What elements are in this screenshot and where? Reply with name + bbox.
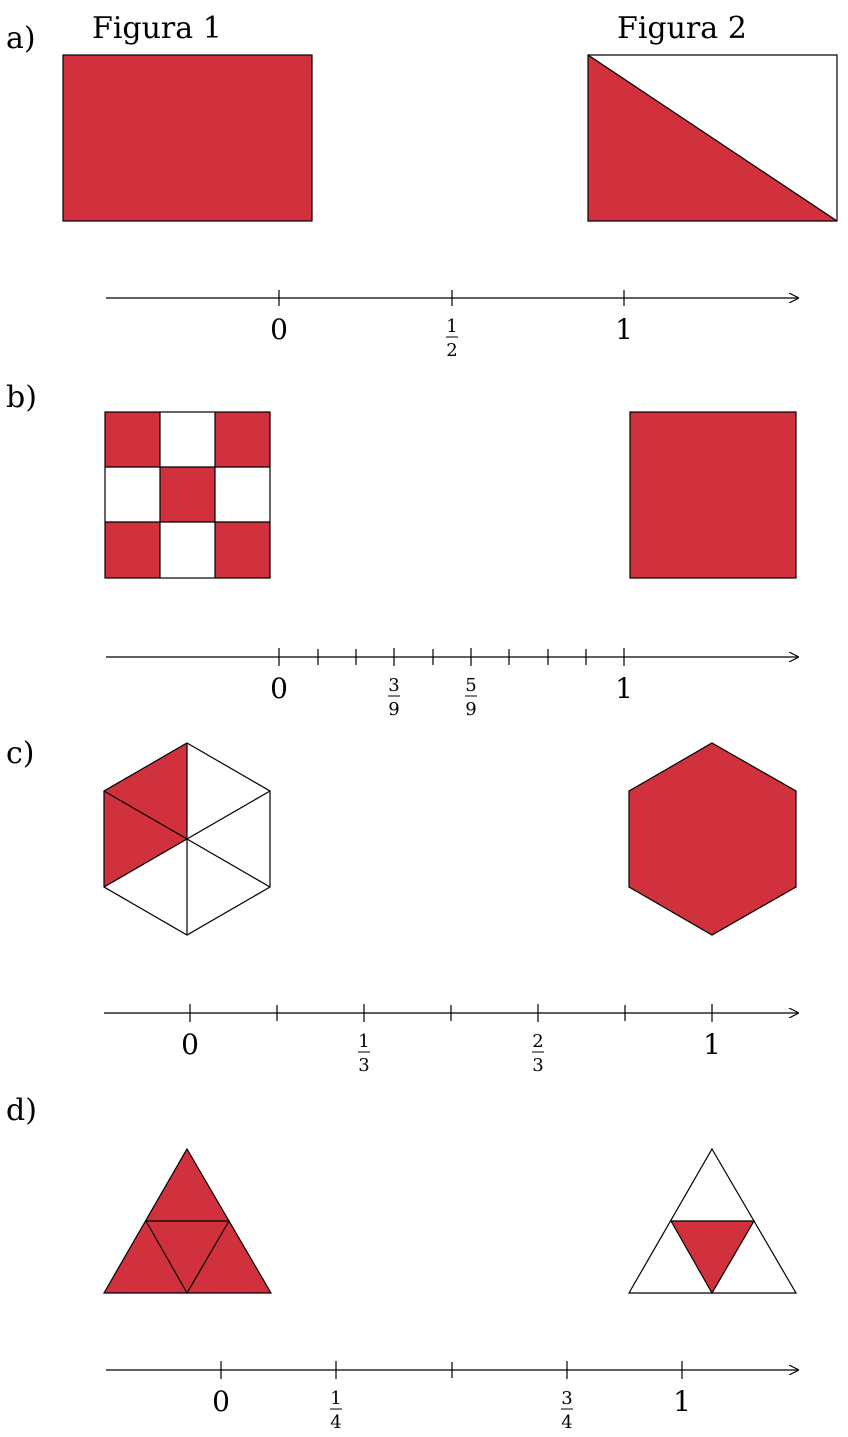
svg-text:1: 1 xyxy=(358,1031,369,1052)
checkerboard-square xyxy=(104,411,271,579)
tick-label-one-fourth: 1 4 xyxy=(330,1388,342,1433)
part-a-label: a) xyxy=(6,21,36,56)
svg-text:1: 1 xyxy=(330,1388,341,1409)
figure-1-title: Figura 1 xyxy=(92,11,222,46)
tick-label-one-third: 1 3 xyxy=(358,1031,370,1076)
svg-text:1: 1 xyxy=(446,316,457,337)
tick-label-1: 1 xyxy=(673,1385,691,1418)
tick-label-1: 1 xyxy=(615,672,633,705)
svg-text:4: 4 xyxy=(330,1412,341,1433)
whole-hexagon xyxy=(628,742,797,936)
tick-label-five-ninths: 5 9 xyxy=(465,675,477,720)
svg-text:9: 9 xyxy=(465,699,476,720)
svg-text:5: 5 xyxy=(465,675,476,696)
svg-text:3: 3 xyxy=(561,1388,572,1409)
svg-text:3: 3 xyxy=(358,1055,369,1076)
tick-label-0: 0 xyxy=(270,672,288,705)
tick-label-one-half: 1 2 xyxy=(446,316,458,361)
part-b: b) 0 3 xyxy=(6,380,798,720)
whole-square xyxy=(629,411,797,579)
part-d-label: d) xyxy=(6,1093,37,1128)
svg-text:3: 3 xyxy=(388,675,399,696)
part-b-label: b) xyxy=(6,380,37,415)
svg-text:2: 2 xyxy=(532,1031,543,1052)
number-line-a: 0 1 2 1 xyxy=(106,290,798,361)
triangle-fourths-one-shaded xyxy=(627,1147,798,1295)
triangle-fourths-full xyxy=(102,1147,273,1295)
number-line-c: 0 1 3 2 3 1 xyxy=(104,1004,798,1076)
tick-label-three-ninths: 3 9 xyxy=(388,675,400,720)
tick-label-0: 0 xyxy=(212,1385,230,1418)
hexagon-sixths xyxy=(103,742,271,936)
svg-text:4: 4 xyxy=(561,1412,572,1433)
figure-1-rectangle xyxy=(62,54,313,222)
part-a: a) Figura 1 Figura 2 0 1 2 1 xyxy=(6,11,838,361)
shaded-inner-triangle xyxy=(669,1220,756,1295)
tick-label-1: 1 xyxy=(615,313,633,346)
tick-label-1: 1 xyxy=(703,1028,721,1061)
tick-label-three-fourths: 3 4 xyxy=(561,1388,573,1433)
tick-label-0: 0 xyxy=(181,1028,199,1061)
figure-2-rectangle xyxy=(587,54,838,222)
svg-text:3: 3 xyxy=(532,1055,543,1076)
number-line-b: 0 3 9 5 9 1 xyxy=(106,648,798,720)
figure-2-title: Figura 2 xyxy=(617,11,747,46)
part-d: d) 0 1 4 3 4 xyxy=(6,1093,798,1433)
tick-label-two-thirds: 2 3 xyxy=(532,1031,544,1076)
tick-label-0: 0 xyxy=(270,313,288,346)
part-c: c) 0 1 3 2 xyxy=(6,736,798,1076)
svg-text:9: 9 xyxy=(388,699,399,720)
svg-text:2: 2 xyxy=(446,340,457,361)
part-c-label: c) xyxy=(6,736,35,771)
number-line-d: 0 1 4 3 4 1 xyxy=(106,1361,798,1433)
